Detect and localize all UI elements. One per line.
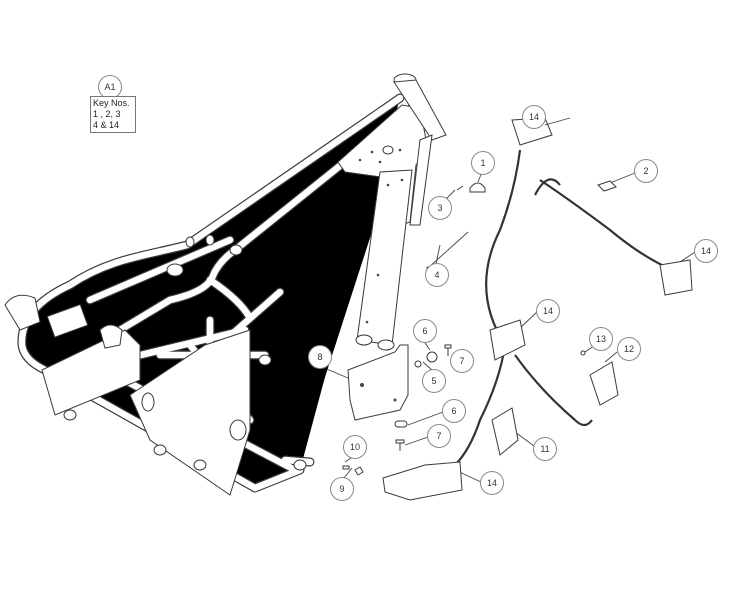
callout-3: 3 <box>428 196 452 220</box>
wiring-harness <box>382 117 693 501</box>
callout-6: 6 <box>413 319 437 343</box>
key-box-line: 4 & 14 <box>93 120 120 130</box>
callout-5: 5 <box>422 369 446 393</box>
callout-14: 14 <box>480 471 504 495</box>
callout-12: 12 <box>617 337 641 361</box>
callout-7: 7 <box>450 349 474 373</box>
callout-8: 8 <box>308 345 332 369</box>
callout-1: 1 <box>471 151 495 175</box>
callout-4: 4 <box>425 263 449 287</box>
callout-2: 2 <box>634 159 658 183</box>
key-box-line: 1 , 2, 3 <box>93 109 121 119</box>
callout-14: 14 <box>536 299 560 323</box>
bracket-8 <box>347 344 409 421</box>
motorcycle-frame <box>4 73 447 496</box>
small-hardware <box>342 180 619 476</box>
callout-9: 9 <box>330 477 354 501</box>
callout-6: 6 <box>442 399 466 423</box>
key-numbers-box: Key Nos. 1 , 2, 3 4 & 14 <box>90 96 136 133</box>
callout-7: 7 <box>427 424 451 448</box>
callout-14: 14 <box>694 239 718 263</box>
callout-14: 14 <box>522 105 546 129</box>
assembly-callout: A1 <box>98 75 122 99</box>
callout-10: 10 <box>343 435 367 459</box>
callout-13: 13 <box>589 327 613 351</box>
key-box-line: Key Nos. <box>93 98 130 108</box>
callout-11: 11 <box>533 437 557 461</box>
